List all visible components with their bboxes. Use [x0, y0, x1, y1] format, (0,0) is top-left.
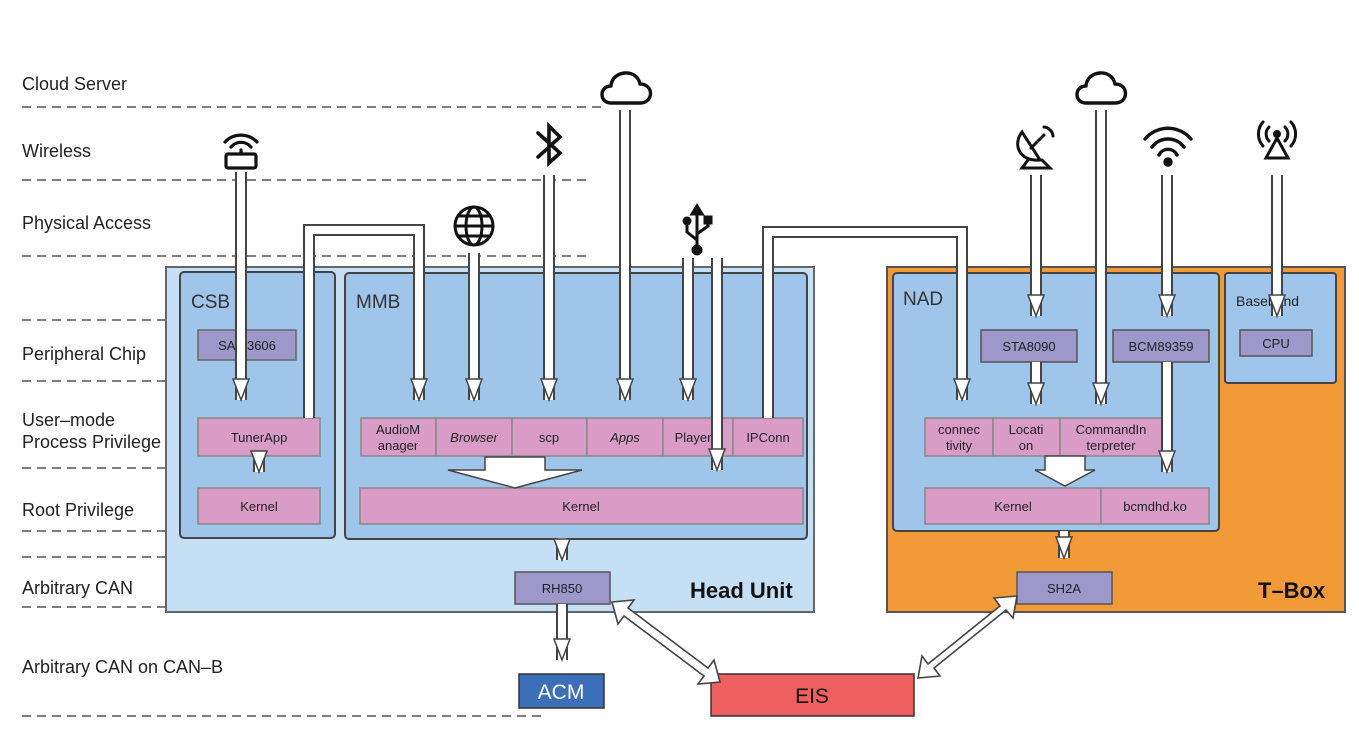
cpu-label: CPU [1262, 336, 1289, 351]
audiomanager-label-2: anager [378, 438, 419, 453]
level-label-cloud-server: Cloud Server [22, 74, 127, 94]
player-label: Player [675, 430, 713, 445]
tunerapp-label: TunerApp [231, 430, 288, 445]
cloud-icon [1075, 71, 1128, 105]
level-label-user-mode: User–mode [22, 410, 115, 430]
head-unit: Head Unit CSB SAF 3606 TunerApp Kernel M… [165, 266, 815, 613]
attack-arrows [241, 110, 1277, 660]
csb-kernel-label: Kernel [240, 499, 278, 514]
apps-process [586, 417, 664, 457]
eis-module [710, 673, 915, 717]
location-process [992, 417, 1061, 457]
globe-icon [453, 205, 495, 247]
nad-kernel [924, 487, 1102, 525]
connectivity-label-1: connec [938, 422, 980, 437]
scp-process [511, 417, 588, 457]
level-label-peripheral-chip: Peripheral Chip [22, 344, 146, 364]
t-box-title: T–Box [1258, 578, 1326, 603]
eis-label: EIS [795, 685, 829, 708]
arrow-tunerapp-to-audiomanager [303, 224, 419, 418]
commandinterpreter-label-2: terpreter [1086, 438, 1136, 453]
apps-label: Apps [609, 430, 640, 445]
nad-title: NAD [903, 289, 943, 310]
wifi-icon [1143, 126, 1193, 167]
router-icon [223, 133, 259, 170]
mmb-title: MMB [356, 292, 400, 313]
nad-kernel-label: Kernel [994, 499, 1032, 514]
cloud-icon [600, 71, 653, 105]
arrow-processes-to-nad-kernel [1034, 455, 1096, 487]
sta8090-chip [980, 329, 1078, 363]
ipconn-label: IPConn [746, 430, 789, 445]
usb-icon [682, 203, 713, 256]
connectivity-process [924, 417, 994, 457]
browser-label: Browser [450, 430, 498, 445]
t-box: T–Box NAD STA8090 BCM89359 connec tivity… [886, 266, 1346, 613]
mmb-kernel [359, 487, 804, 525]
baseband-title: Baseband [1236, 293, 1299, 309]
bcm89359-chip [1112, 329, 1210, 363]
bcm89359-label: BCM89359 [1128, 339, 1193, 354]
acm-label: ACM [538, 681, 585, 704]
connectivity-label-2: tivity [946, 438, 973, 453]
audiomanager-label-1: AudioM [376, 422, 420, 437]
arrow-rh850-eis [610, 599, 722, 685]
level-label-arbitrary-can: Arbitrary CAN [22, 578, 133, 598]
location-label-2: on [1019, 438, 1033, 453]
level-label-wireless: Wireless [22, 141, 91, 161]
location-label-1: Locati [1009, 422, 1044, 437]
bcmdhd-label: bcmdhd.ko [1123, 499, 1187, 514]
sta8090-label: STA8090 [1002, 339, 1055, 354]
level-label-physical-access: Physical Access [22, 213, 151, 233]
arrow-ipconn-to-connectivity [762, 226, 962, 418]
csb-kernel [197, 487, 321, 525]
rh850-label: RH850 [542, 581, 582, 596]
bcmdhd-module [1100, 487, 1210, 525]
cpu-chip [1239, 329, 1313, 357]
sh2a-label: SH2A [1047, 581, 1081, 596]
csb-title: CSB [191, 292, 230, 313]
bluetooth-icon [536, 121, 563, 168]
level-label-root-privilege: Root Privilege [22, 500, 134, 520]
browser-process [435, 417, 513, 457]
level-label-arbitrary-can-b: Arbitrary CAN on CAN–B [22, 657, 223, 677]
sh2a-chip [1016, 571, 1113, 605]
commandinterpreter-label-1: CommandIn [1076, 422, 1147, 437]
acm-module [518, 673, 605, 709]
mmb-kernel-label: Kernel [562, 499, 600, 514]
satellite-dish-icon [1016, 125, 1055, 170]
arrow-processes-to-mmb-kernel [447, 456, 583, 489]
arrow-sh2a-eis [917, 595, 1018, 679]
level-label-process-privilege: Process Privilege [22, 432, 161, 452]
scp-label: scp [539, 430, 559, 445]
cell-tower-icon [1256, 120, 1298, 160]
head-unit-title: Head Unit [690, 578, 793, 603]
tunerapp-process [197, 417, 321, 457]
